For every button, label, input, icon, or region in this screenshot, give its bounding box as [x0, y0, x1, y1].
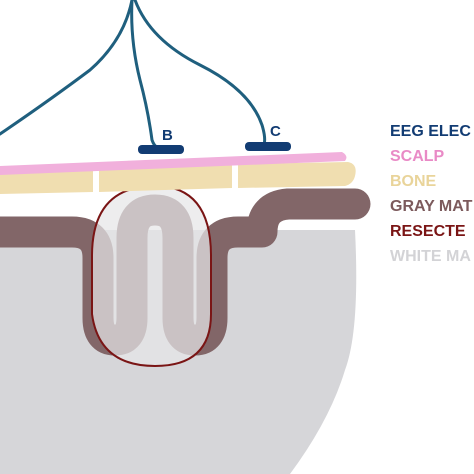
- legend: EEG ELEC SCALP BONE GRAY MAT RESECTE WHI…: [390, 123, 473, 265]
- bone-segment-middle: [99, 164, 232, 192]
- legend-scalp: SCALP: [390, 148, 445, 165]
- electrode-c-label: C: [270, 123, 281, 140]
- legend-bone: BONE: [390, 173, 437, 190]
- wire-to-electrode-c: [133, 0, 267, 147]
- electrode-c: [245, 142, 291, 151]
- wire-to-off-left: [0, 0, 134, 136]
- electrode-b-label: B: [162, 127, 173, 144]
- legend-gray-matter: GRAY MAT: [390, 198, 473, 215]
- scalp-layer: [0, 152, 347, 175]
- electrode-wires: [0, 0, 267, 150]
- wire-to-electrode-b: [130, 0, 160, 150]
- bone-segment-right: [238, 162, 356, 188]
- resection-cavity: [91, 184, 212, 368]
- legend-eeg-electrode: EEG ELEC: [390, 123, 471, 140]
- bone-layer: [0, 162, 356, 194]
- legend-white-matter: WHITE MA: [390, 248, 471, 265]
- legend-resected: RESECTE: [390, 223, 466, 240]
- bone-segment-left: [0, 168, 93, 194]
- electrode-b: [138, 145, 184, 154]
